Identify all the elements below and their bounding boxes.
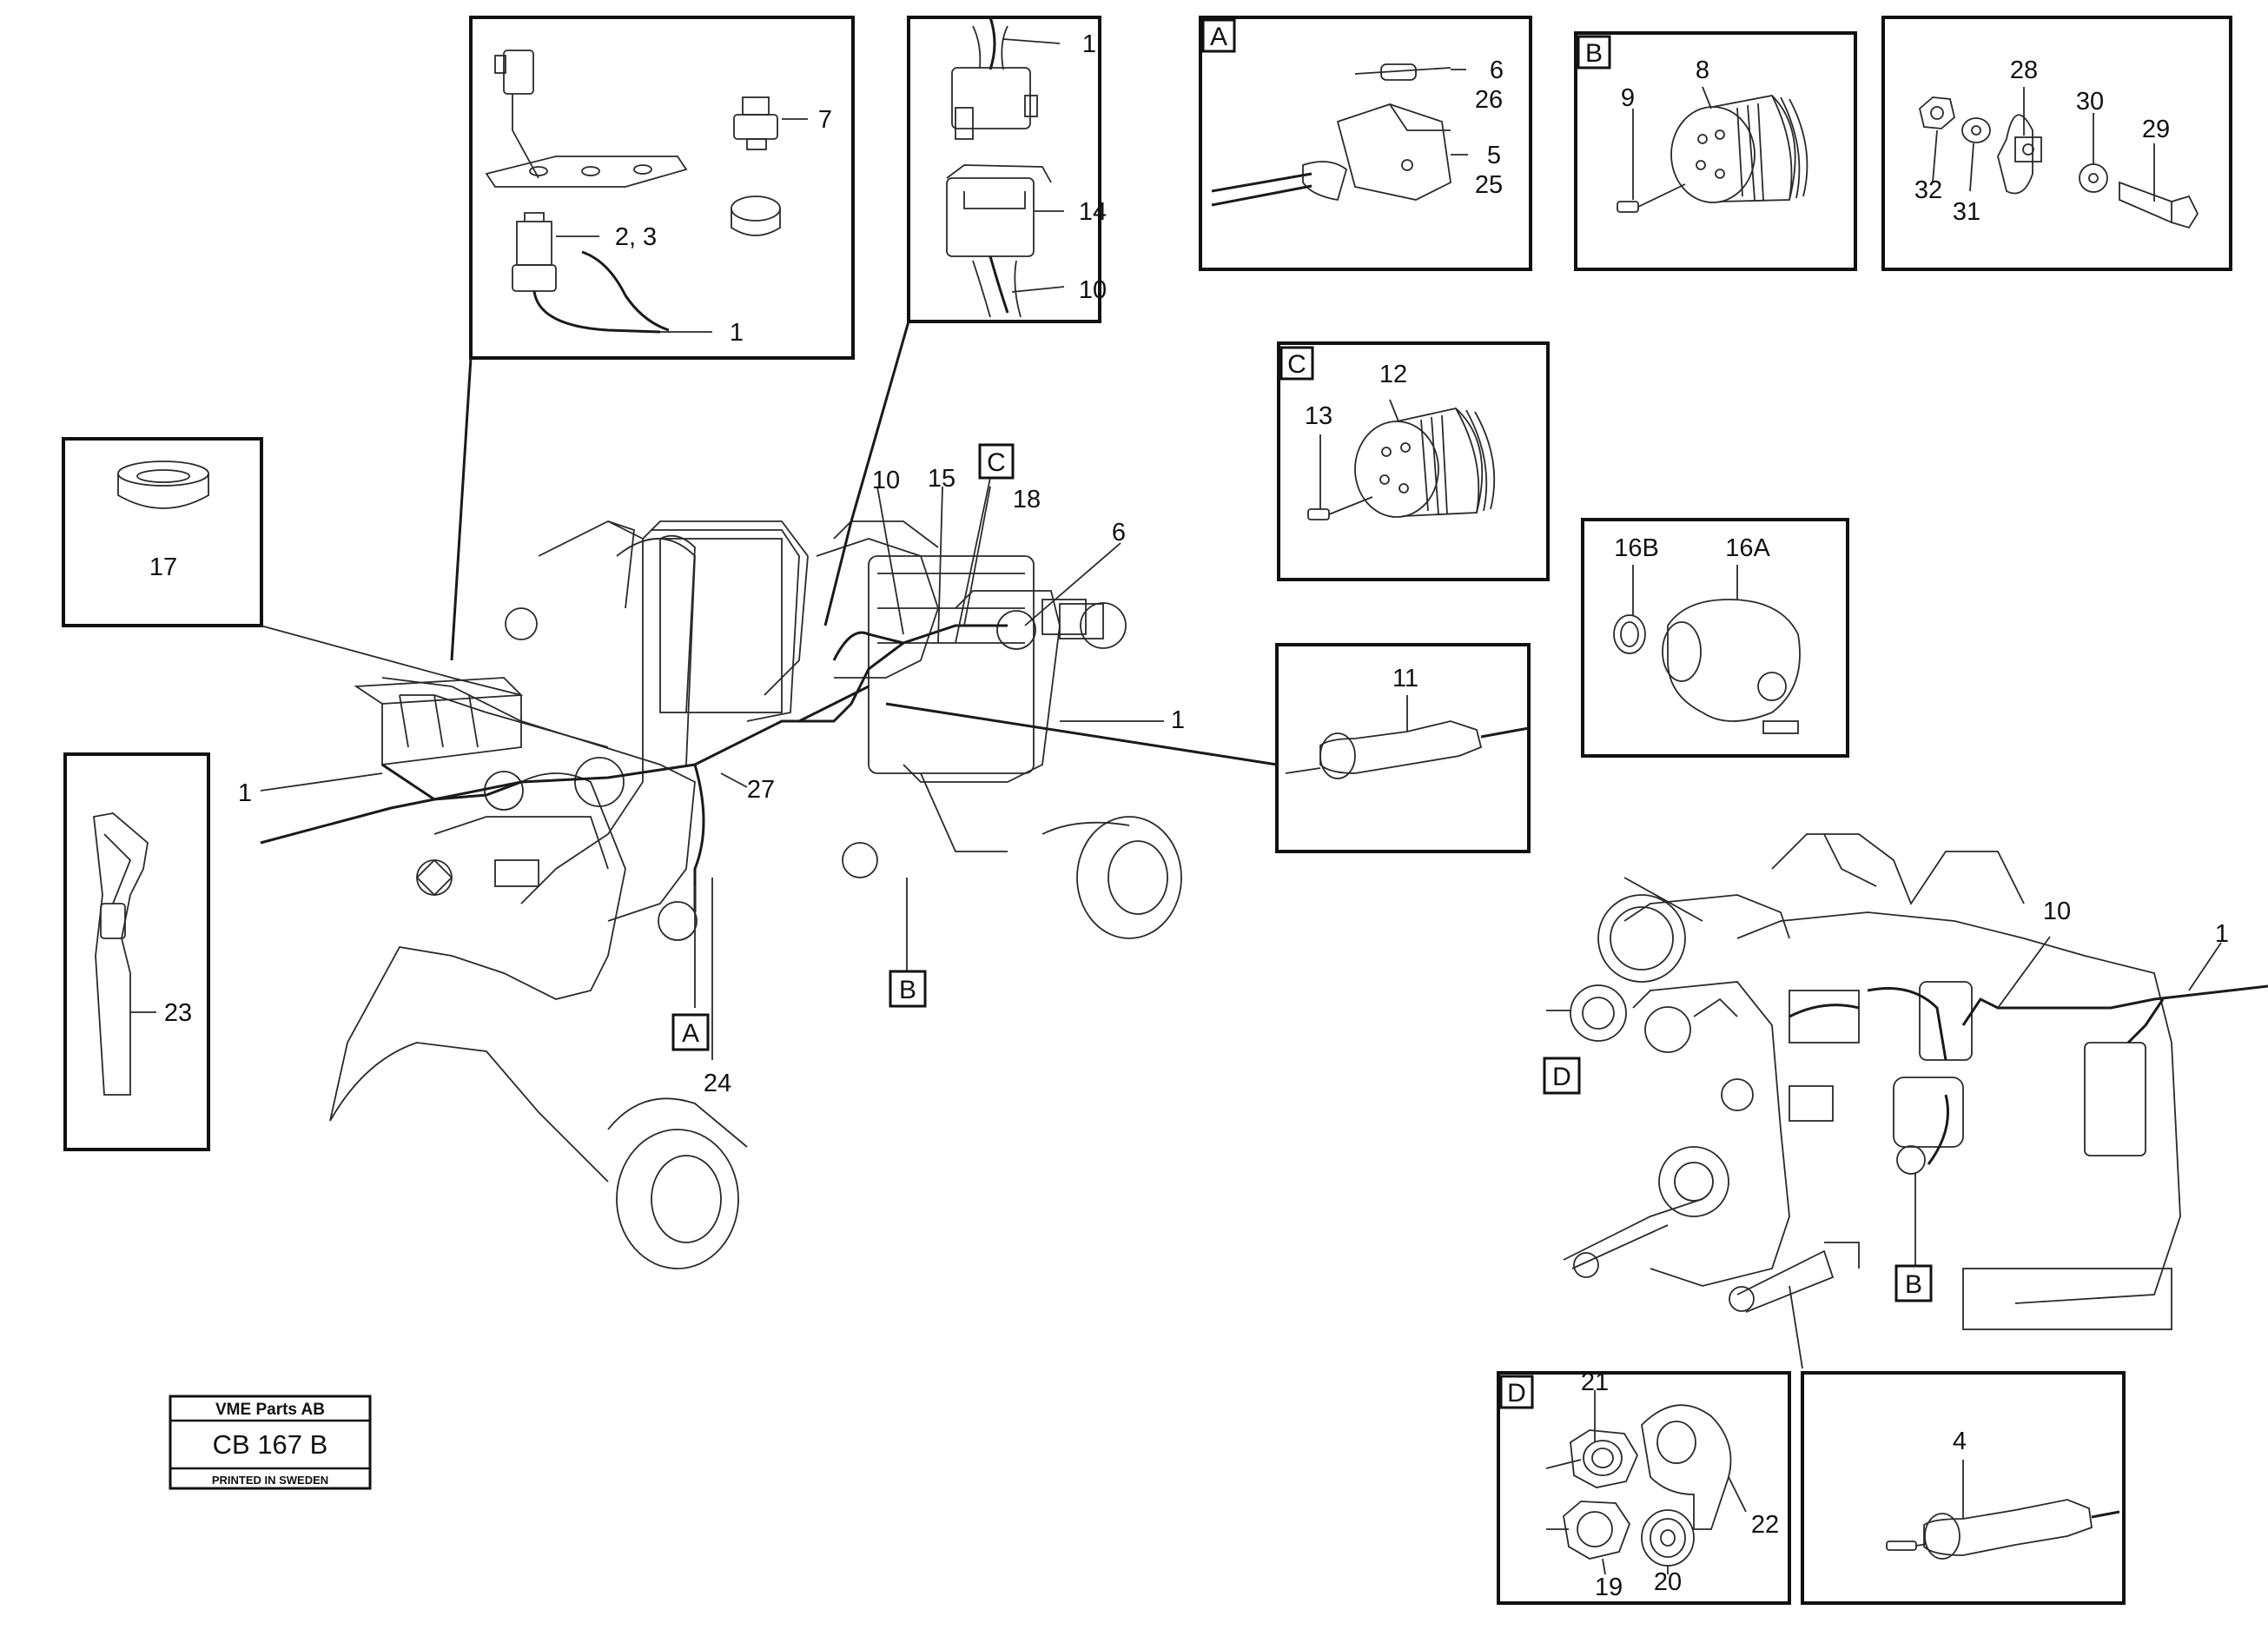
part-labels: 7 2, 3 1 1 14 10 6 26 5 25 8 9 28 30 29 … — [149, 30, 2229, 1601]
label-9: 9 — [1621, 84, 1635, 112]
label-1-engine: 1 — [2215, 920, 2229, 948]
callout-b — [1574, 31, 1857, 271]
stamp-company: VME Parts AB — [215, 1401, 325, 1419]
label-32: 32 — [1914, 176, 1942, 204]
leader-box1 — [450, 357, 473, 661]
label-28: 28 — [2010, 56, 2038, 84]
callout-connector — [907, 16, 1101, 323]
callout-c — [1277, 341, 1550, 581]
svg-text:A: A — [1210, 23, 1227, 51]
callout-23 — [63, 752, 210, 1151]
svg-text:C: C — [1287, 350, 1306, 379]
label-7: 7 — [818, 106, 832, 134]
label-24: 24 — [704, 1070, 731, 1097]
label-17: 17 — [149, 553, 177, 581]
label-14: 14 — [1079, 198, 1107, 226]
label-13: 13 — [1305, 402, 1332, 430]
label-1-main-left: 1 — [238, 779, 252, 807]
label-29: 29 — [2142, 116, 2170, 143]
label-20: 20 — [1654, 1568, 1682, 1596]
label-22: 22 — [1751, 1511, 1779, 1539]
label-5: 5 — [1487, 142, 1501, 169]
leader-box2 — [823, 321, 910, 626]
tag-d-box: D — [1499, 1375, 1534, 1409]
stamp-code: CB 167 B — [213, 1429, 328, 1460]
label-6: 6 — [1490, 56, 1504, 84]
label-19: 19 — [1595, 1574, 1623, 1601]
label-1-box1: 1 — [730, 319, 744, 347]
vme-stamp: VME Parts AB CB 167 B PRINTED IN SWEDEN — [169, 1395, 372, 1490]
tag-d-engine: D — [1543, 1057, 1581, 1095]
label-6-main: 6 — [1112, 519, 1126, 547]
label-27: 27 — [747, 776, 775, 804]
stamp-printed: PRINTED IN SWEDEN — [212, 1474, 328, 1487]
tag-c-main: C — [978, 443, 1015, 480]
label-25: 25 — [1475, 171, 1503, 199]
label-11: 11 — [1392, 665, 1418, 692]
label-10-engine: 10 — [2043, 898, 2071, 925]
callout-11 — [885, 643, 1531, 853]
callout-pressure-sensor — [469, 16, 855, 360]
svg-text:D: D — [1507, 1379, 1526, 1408]
label-18: 18 — [1013, 486, 1041, 514]
main-leaders — [113, 477, 1164, 1060]
label-1-main-right: 1 — [1171, 706, 1185, 734]
label-4: 4 — [1953, 1428, 1967, 1455]
label-12: 12 — [1379, 361, 1407, 388]
tag-b-box: B — [1577, 35, 1611, 70]
label-15: 15 — [928, 465, 955, 493]
callout-d — [1497, 1371, 1791, 1605]
tag-b-main: B — [889, 970, 927, 1008]
tag-b-engine: B — [1894, 1264, 1933, 1302]
label-21: 21 — [1581, 1368, 1609, 1396]
svg-text:C: C — [987, 448, 1006, 477]
label-30: 30 — [2076, 88, 2104, 116]
label-1-box2: 1 — [1082, 30, 1096, 58]
label-16a: 16A — [1725, 534, 1770, 562]
svg-text:B: B — [1585, 39, 1603, 68]
main-machine-drawing — [260, 520, 1182, 1269]
svg-text:B: B — [1905, 1270, 1922, 1299]
label-2-3: 2, 3 — [615, 223, 657, 251]
tag-a-box: A — [1201, 18, 1236, 53]
label-23: 23 — [164, 999, 192, 1027]
callout-grommet — [62, 437, 522, 696]
label-16b: 16B — [1614, 534, 1659, 562]
label-31: 31 — [1953, 198, 1980, 226]
svg-text:B: B — [899, 976, 916, 1004]
tag-a-main: A — [671, 1013, 710, 1051]
callout-16 — [1581, 518, 1849, 758]
callout-a — [1199, 16, 1532, 271]
engine-drawing — [1563, 833, 2268, 1330]
label-10-box2: 10 — [1079, 276, 1107, 304]
tag-c-box: C — [1279, 346, 1314, 381]
callout-clamp — [1881, 16, 2232, 271]
label-8: 8 — [1696, 56, 1709, 84]
callout-4 — [1801, 1371, 2126, 1605]
svg-text:A: A — [682, 1019, 699, 1048]
engine-leaders — [1546, 877, 2222, 1369]
label-10-main: 10 — [872, 467, 900, 494]
svg-text:D: D — [1552, 1063, 1571, 1091]
label-26: 26 — [1475, 86, 1503, 114]
